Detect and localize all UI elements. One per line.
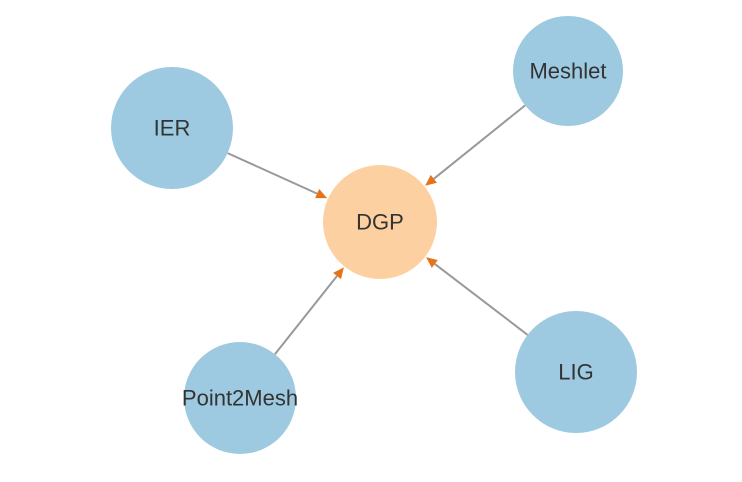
node-circle-meshlet bbox=[513, 16, 623, 126]
node-point2mesh: Point2Mesh bbox=[182, 342, 298, 454]
node-ier: IER bbox=[111, 67, 233, 189]
edge-meshlet-dgp bbox=[425, 104, 526, 186]
node-meshlet: Meshlet bbox=[513, 16, 623, 126]
node-label-dgp: DGP bbox=[356, 210, 404, 235]
node-circle-dgp bbox=[323, 165, 437, 279]
arrowhead-icon bbox=[426, 257, 438, 268]
node-label-ier: IER bbox=[154, 116, 191, 141]
node-lig: LIG bbox=[515, 311, 637, 433]
edge-point2mesh-dgp bbox=[274, 267, 344, 355]
edges-layer bbox=[227, 104, 529, 355]
arrowhead-icon bbox=[315, 189, 328, 199]
nodes-layer: IER Meshlet DGP Point2Mesh LIG bbox=[111, 16, 637, 454]
arrowhead-icon bbox=[425, 174, 437, 186]
node-label-point2mesh: Point2Mesh bbox=[182, 386, 298, 411]
edge-ier-dgp bbox=[227, 152, 328, 199]
edge-line-ier-dgp bbox=[227, 152, 318, 195]
node-label-lig: LIG bbox=[558, 360, 593, 385]
edge-line-lig-dgp bbox=[434, 263, 529, 336]
node-circle-lig bbox=[515, 311, 637, 433]
node-circle-point2mesh bbox=[184, 342, 296, 454]
node-circle-ier bbox=[111, 67, 233, 189]
arrowhead-icon bbox=[333, 267, 344, 280]
edge-lig-dgp bbox=[426, 257, 529, 336]
edge-line-meshlet-dgp bbox=[433, 104, 526, 180]
node-dgp: DGP bbox=[323, 165, 437, 279]
edge-line-point2mesh-dgp bbox=[274, 275, 338, 355]
node-label-meshlet: Meshlet bbox=[529, 59, 606, 84]
